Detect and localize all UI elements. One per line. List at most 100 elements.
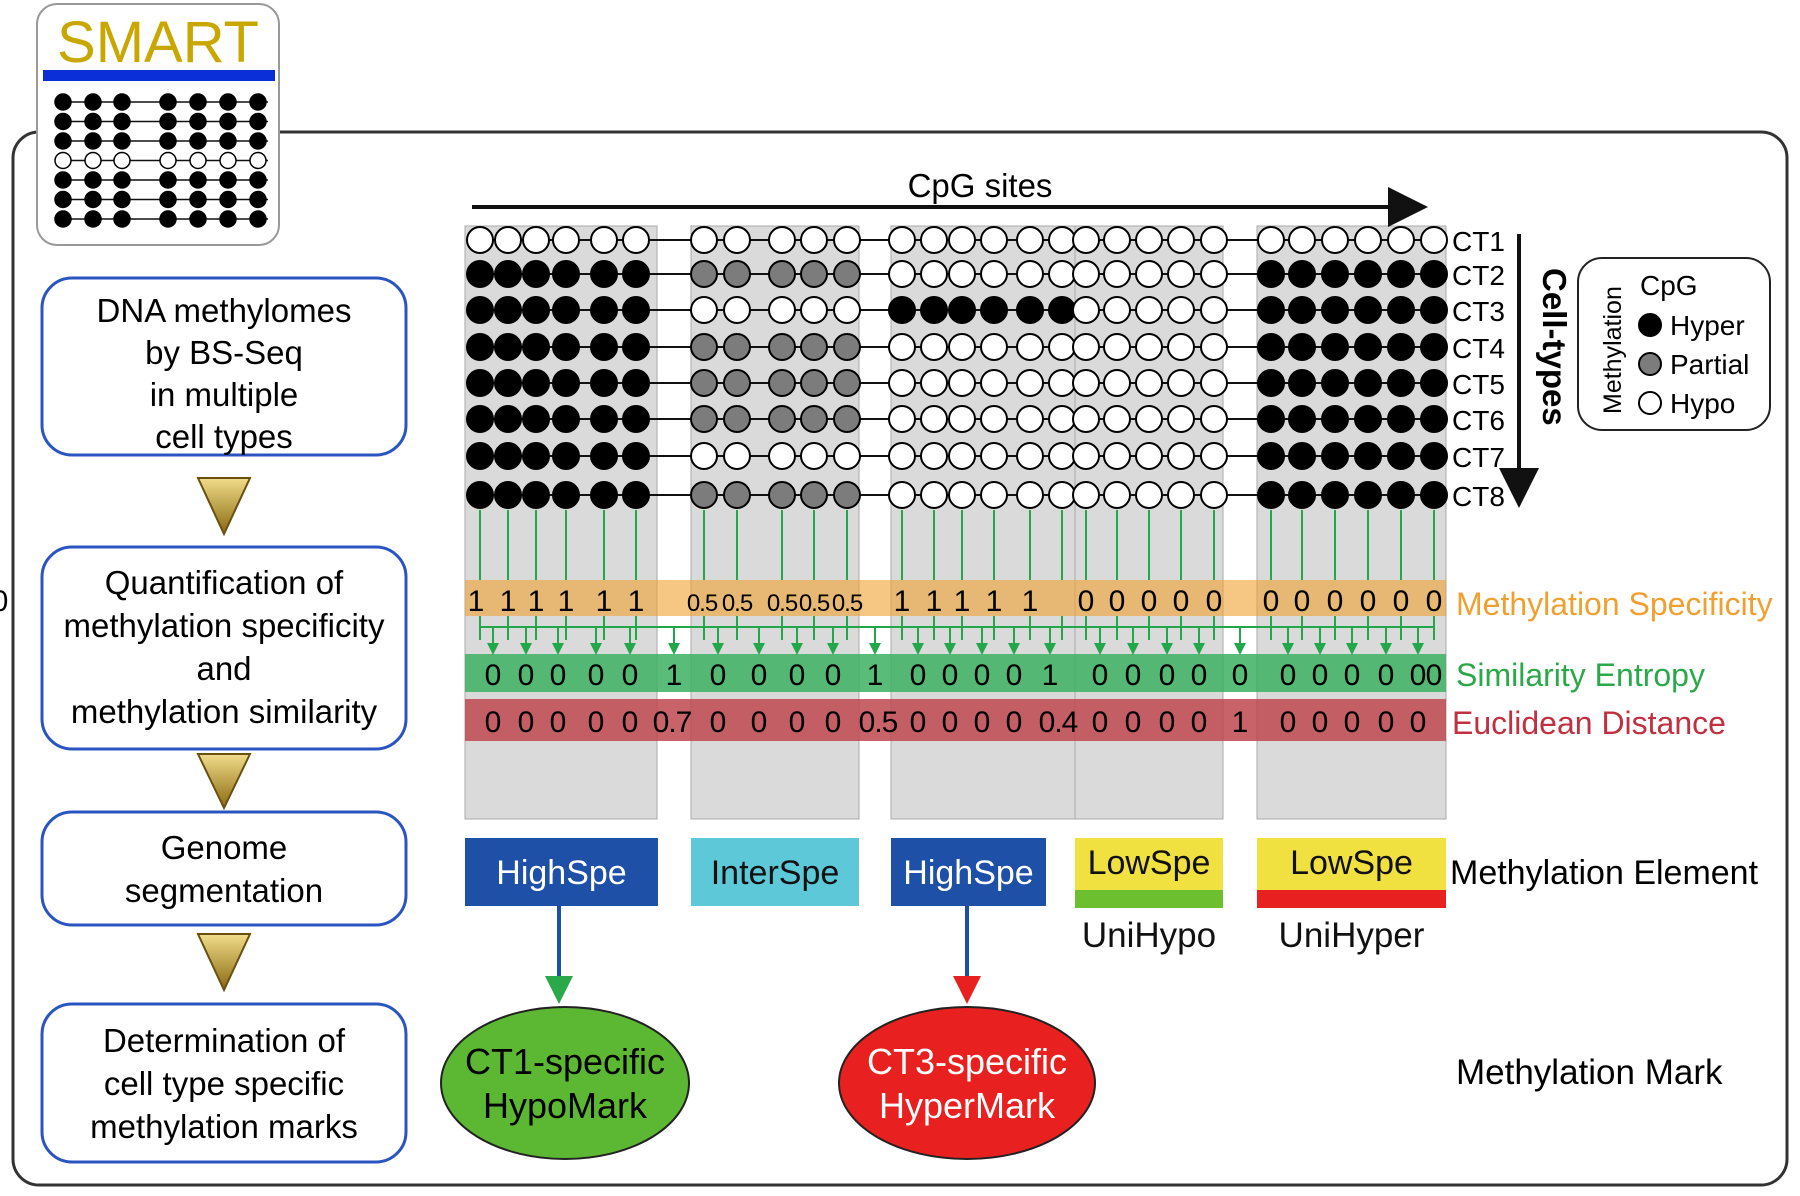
legend-hypo-label: Hypo [1670, 388, 1735, 419]
step-2-line-2: methylation specificity [64, 607, 385, 644]
cpg-dot [466, 442, 494, 470]
cpg-dot [948, 333, 976, 361]
cpg-dot [1420, 260, 1448, 288]
cpg-dot [1288, 369, 1316, 397]
logo-bar [43, 70, 275, 81]
connector-arrow-icon [1008, 643, 1020, 655]
cpg-dot [690, 442, 718, 470]
logo-dot [113, 93, 131, 111]
element-box [1075, 838, 1223, 890]
cpg-dot [723, 405, 751, 433]
cpg-dot [800, 226, 828, 254]
element-stripe [1257, 890, 1446, 908]
cpg-dot [980, 442, 1008, 470]
distance-value: 0 [1159, 706, 1176, 739]
entropy-value: 0 [1232, 659, 1249, 692]
distance-value: 0 [789, 706, 806, 739]
specificity-value: 0 [1294, 585, 1311, 618]
cpg-dot [494, 296, 522, 324]
distance-value: 0 [942, 706, 959, 739]
cpg-dot [590, 296, 618, 324]
step-1-line-1: DNA methylomes [97, 292, 352, 329]
cpg-dot [833, 369, 861, 397]
logo-dot [113, 151, 131, 170]
connector-arrow-icon [712, 643, 724, 655]
cpg-dot [1072, 296, 1100, 324]
connector-arrow-icon [1346, 643, 1358, 655]
cpg-dot [1135, 296, 1163, 324]
logo-dot [189, 151, 207, 170]
logo-dot [219, 151, 237, 170]
cpg-dot [768, 296, 796, 324]
entropy-value: 0 [622, 659, 639, 692]
mark-line-1: CT1-specific [465, 1041, 665, 1082]
logo-text: SMART [57, 10, 259, 75]
cell-type-label: CT8 [1452, 481, 1505, 512]
distance-value: 0 [1125, 706, 1142, 739]
specificity-value: 1 [500, 585, 517, 618]
specificity-value: 0 [1263, 585, 1280, 618]
hypo-dot-icon [1638, 391, 1662, 415]
matrix-row [466, 369, 1448, 397]
cpg-dot [1167, 405, 1195, 433]
entropy-value: 0 [550, 659, 567, 692]
distance-value: 0 [588, 706, 605, 739]
cpg-dot [590, 442, 618, 470]
cpg-dot [768, 405, 796, 433]
specificity-value: 0 [1078, 585, 1095, 618]
specificity-value: 1 [468, 585, 485, 618]
distance-value: 0 [1312, 706, 1329, 739]
workflow-step-1: DNA methylomes by BS-Seq in multiple cel… [40, 276, 408, 457]
metric-band [465, 654, 1446, 692]
cell-type-label: CT6 [1452, 405, 1505, 436]
cpg-dot [1200, 333, 1228, 361]
connector-arrow-icon [552, 643, 564, 655]
cpg-dot [980, 481, 1008, 509]
cpg-dot [1288, 333, 1316, 361]
distance-value: 0 [518, 706, 535, 739]
specificity-value: 0.5 [832, 590, 863, 617]
cpg-dot [1288, 226, 1316, 254]
marks-label: Methylation Mark [1456, 1053, 1723, 1092]
matrix-row [466, 481, 1448, 509]
logo-dot [113, 210, 131, 228]
cpg-dot [1016, 369, 1044, 397]
cpg-dot [800, 296, 828, 324]
cpg-dot [888, 405, 916, 433]
cell-type-label: CT4 [1452, 333, 1505, 364]
logo-dot [189, 112, 207, 131]
logo-dot [189, 93, 207, 111]
distance-value: 0 [910, 706, 927, 739]
score-connectors [479, 510, 1435, 655]
cpg-dot [948, 405, 976, 433]
cpg-dot [1387, 333, 1415, 361]
connector-arrow-icon [624, 643, 636, 655]
cpg-dot [552, 260, 580, 288]
logo-dot [249, 151, 267, 170]
cpg-dot [590, 481, 618, 509]
cpg-dot [1048, 442, 1076, 470]
cpg-dot [690, 333, 718, 361]
cpg-dot [1321, 442, 1349, 470]
cpg-dot [466, 296, 494, 324]
cpg-dot [690, 405, 718, 433]
distance-value: 0 [974, 706, 991, 739]
cpg-dot [1321, 333, 1349, 361]
element-label: HighSpe [903, 854, 1033, 892]
logo-dot [159, 112, 177, 131]
distance-value: 1 [1232, 706, 1249, 739]
cpg-dot [1135, 226, 1163, 254]
cpg-dot [948, 481, 976, 509]
entropy-value: 0 [1426, 659, 1443, 692]
cpg-dot [1420, 333, 1448, 361]
cpg-dot [690, 260, 718, 288]
cpg-dot [1048, 481, 1076, 509]
entropy-value: 0 [1312, 659, 1329, 692]
connector-arrow-icon [1161, 643, 1173, 655]
cell-type-label: CT3 [1452, 296, 1505, 327]
entropy-value: 0 [789, 659, 806, 692]
cpg-dot [494, 481, 522, 509]
entropy-value: 0 [910, 659, 927, 692]
logo-dot [113, 132, 131, 150]
cpg-dot [1257, 296, 1285, 324]
